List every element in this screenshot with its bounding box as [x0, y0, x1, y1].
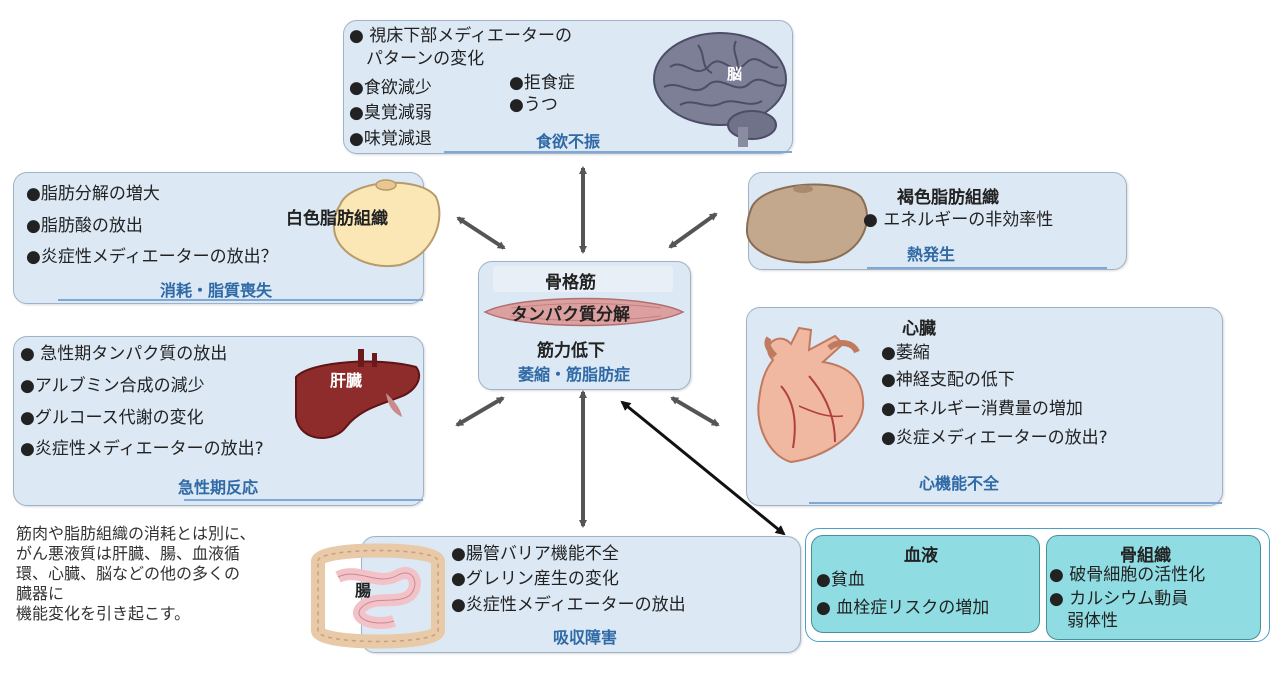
brown-fat-image	[745, 183, 868, 264]
liver-panel: ● 急性期タンパク質の放出 ●アルブミン合成の減少 ●グルコース代謝の変化 ●炎…	[13, 336, 424, 506]
blood-item-1: ●貧血	[816, 570, 865, 590]
liver-item-3: ●グルコース代謝の変化	[20, 408, 204, 428]
brown-fat-panel: 褐色脂肪組織 ● エネルギーの非効率性 熱発生	[745, 172, 1127, 270]
liver-item-2: ●アルブミン合成の減少	[20, 376, 205, 396]
bone-title: 骨組織	[1120, 546, 1171, 566]
note-text: 筋肉や脂肪組織の消耗とは別に、 がん悪液質は肝臓、腸、血液循 環、心臓、脳などの…	[16, 524, 256, 623]
brown-fat-footer: 熱発生	[907, 245, 956, 264]
white-fat-item-2: ●脂肪酸の放出	[26, 216, 143, 236]
brown-fat-item-1: ● エネルギーの非効率性	[863, 210, 1054, 230]
heart-item-3: ●エネルギー消費量の増加	[881, 399, 1083, 419]
bone-box: 骨組織 ● 破骨細胞の活性化 ● カルシウム動員 弱体性	[1046, 535, 1261, 640]
arrow-heart	[670, 396, 720, 427]
white-fat-item-3: ●炎症性メディエーターの放出？	[26, 247, 278, 267]
heart-item-4: ●炎症メディエーターの放出?	[881, 428, 1108, 448]
brain-item-3: ●食欲減少	[349, 78, 432, 98]
white-fat-title: 白色脂肪組織	[286, 209, 388, 229]
liver-label: 肝臓	[330, 371, 363, 390]
arrow-liver	[455, 396, 505, 427]
bone-item-1: ● 破骨細胞の活性化	[1049, 565, 1206, 585]
intestine-item-1: ●腸管バリア機能不全	[451, 544, 619, 564]
brain-label: 脳	[727, 65, 743, 83]
brain-image	[653, 32, 787, 147]
muscle-image	[483, 297, 685, 327]
intestine-footer: 吸収障害	[553, 628, 618, 647]
liver-image	[295, 349, 421, 439]
arrow-blood	[620, 400, 786, 536]
muscle-footer: 萎縮・筋脂肪症	[518, 365, 631, 384]
intestine-item-3: ●炎症性メディエーターの放出	[451, 595, 686, 615]
white-fat-item-1: ●脂肪分解の増大	[26, 184, 160, 204]
brain-item-1: ● 視床下部メディエーターの	[349, 26, 573, 46]
arrow-white-fat	[456, 216, 506, 250]
intestine-label: 腸	[355, 581, 372, 600]
brown-fat-title: 褐色脂肪組織	[897, 188, 999, 208]
intestine-panel: 腸 ●腸管バリア機能不全 ●グレリン産生の変化 ●炎症性メディエーターの放出 吸…	[311, 536, 801, 653]
brain-item-2: パターンの変化	[366, 49, 485, 69]
arrow-brown-fat	[668, 212, 718, 249]
white-fat-footer: 消耗・脂質喪失	[160, 281, 273, 300]
heart-title: 心臓	[902, 319, 936, 339]
brain-item-5: ●味覚減退	[349, 129, 432, 149]
intestine-image	[311, 543, 445, 649]
brain-panel: ● 視床下部メディエーターの パターンの変化 ●食欲減少 ●臭覚減弱 ●味覚減退…	[343, 20, 793, 154]
liver-item-1: ● 急性期タンパク質の放出	[20, 344, 228, 364]
heart-panel: 心臓 ●萎縮 ●神経支配の低下 ●エネルギー消費量の増加 ●炎症メディエーターの…	[746, 307, 1223, 506]
blood-box: 血液 ●貧血 ● 血栓症リスクの増加	[811, 535, 1040, 633]
muscle-bottom: 筋力低下	[537, 341, 605, 361]
heart-item-1: ●萎縮	[881, 343, 930, 363]
fat-cell-image	[332, 179, 441, 268]
brain-footer: 食欲不振	[536, 132, 601, 151]
liver-footer: 急性期反応	[178, 478, 259, 497]
muscle-title: 骨格筋	[545, 273, 596, 293]
heart-item-2: ●神経支配の低下	[881, 370, 1015, 390]
blood-title: 血液	[904, 546, 938, 566]
bone-item-2: ● カルシウム動員	[1049, 589, 1189, 609]
muscle-panel: 骨格筋 タンパク質分解 筋力低下 萎縮・筋脂肪症	[478, 261, 691, 390]
heart-image	[757, 326, 865, 464]
brain-item-7: ●うつ	[509, 95, 558, 115]
muscle-middle: タンパク質分解	[511, 305, 630, 325]
bone-item-3: 弱体性	[1067, 611, 1118, 631]
blood-item-2: ● 血栓症リスクの増加	[816, 598, 990, 618]
brain-item-4: ●臭覚減弱	[349, 103, 432, 123]
white-fat-panel: ●脂肪分解の増大 ●脂肪酸の放出 ●炎症性メディエーターの放出？ 白色脂肪組織 …	[13, 172, 441, 304]
brain-item-6: ●拒食症	[509, 73, 575, 93]
liver-item-4: ●炎症性メディエーターの放出?	[20, 439, 264, 459]
heart-footer: 心機能不全	[919, 474, 1000, 493]
intestine-item-2: ●グレリン産生の変化	[451, 569, 619, 589]
